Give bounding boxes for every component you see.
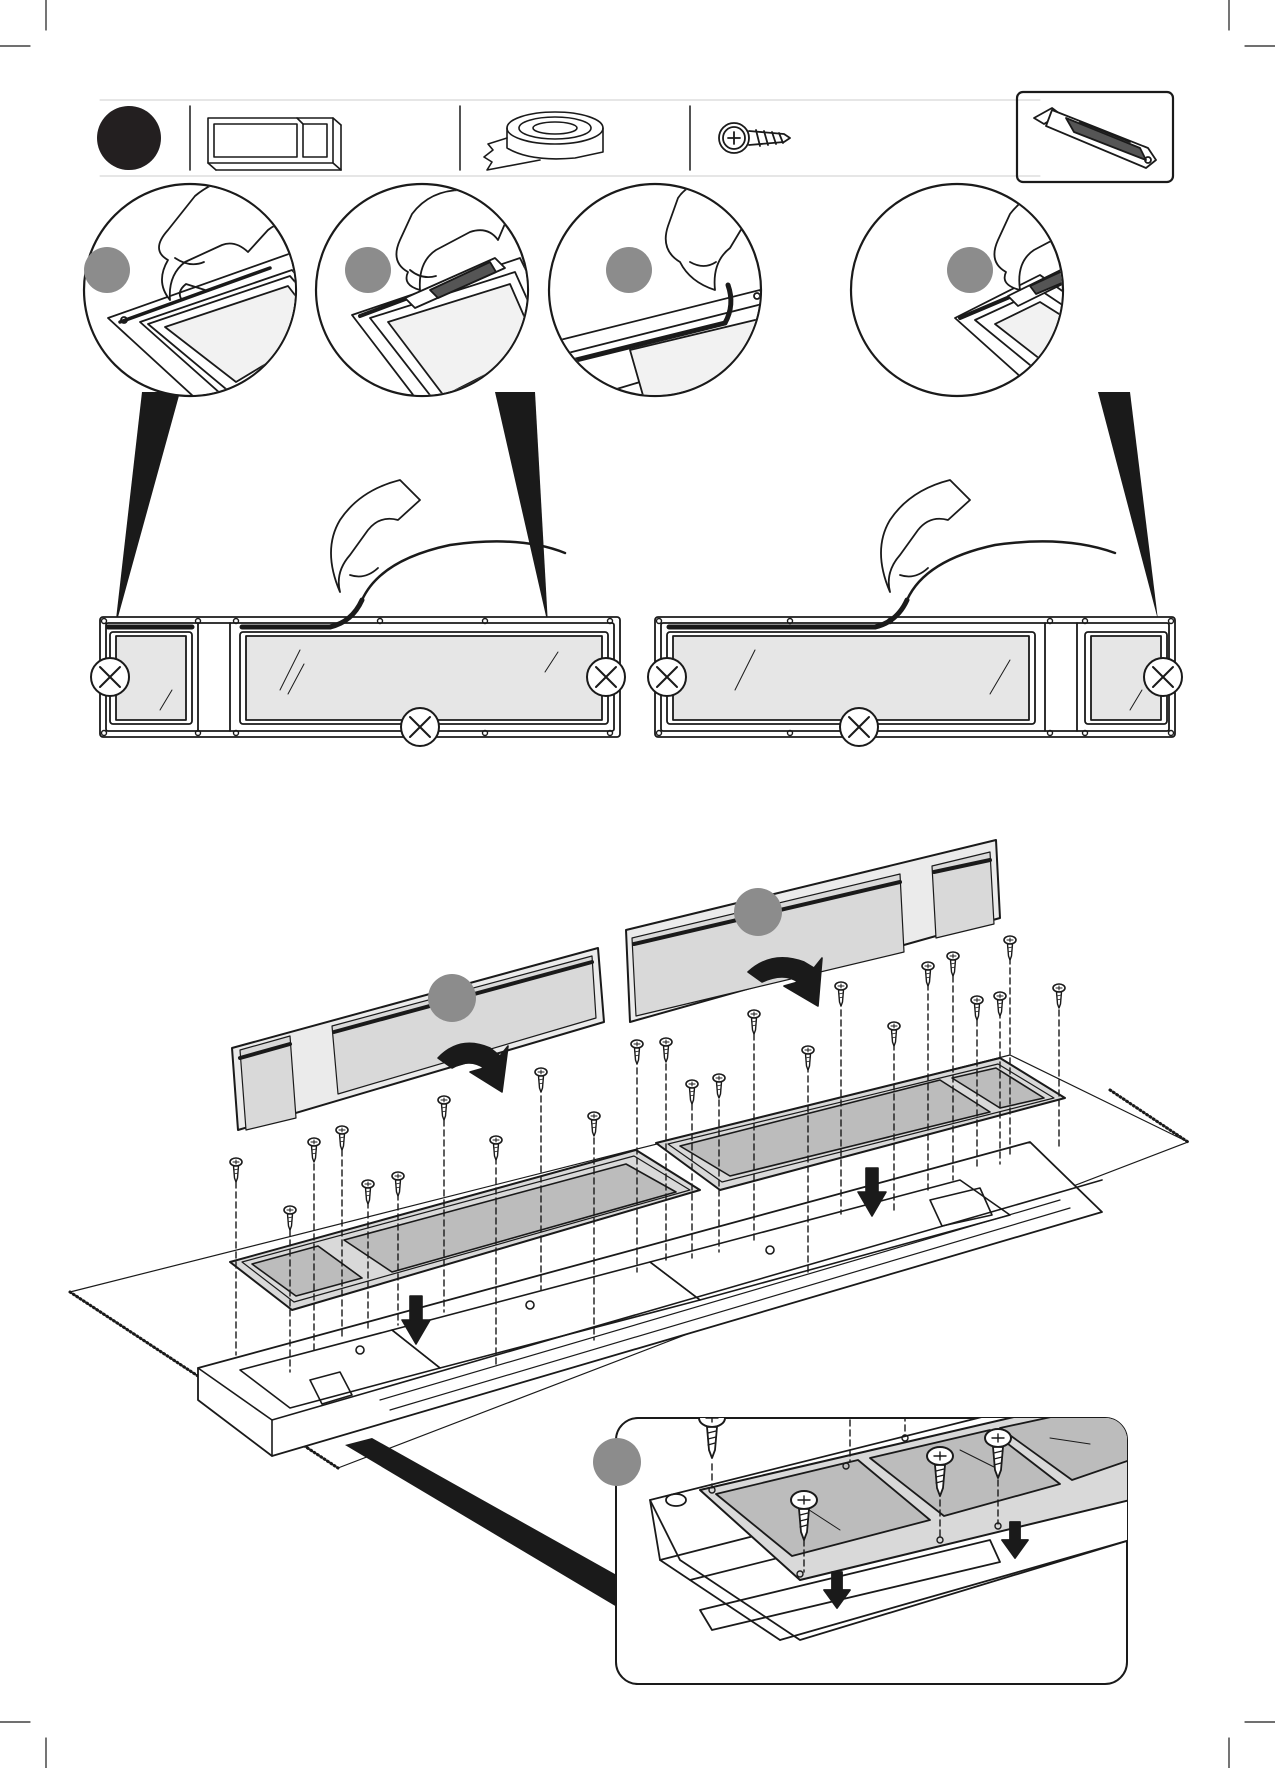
no-tape-mark: [840, 708, 878, 746]
pointer-wedge: [1098, 392, 1158, 620]
assembly-scene: [70, 840, 1188, 1468]
pointer-wedge: [115, 392, 180, 628]
window-panel-left: [91, 480, 625, 746]
parts-bar: [97, 92, 1173, 182]
substep-marker: [428, 974, 476, 1022]
substep-marker: [734, 888, 782, 936]
window-frame-part-icon: [208, 118, 341, 170]
no-tape-mark: [401, 708, 439, 746]
pointer-wedge: [495, 392, 548, 625]
no-tape-mark: [648, 658, 686, 696]
substep-marker: [593, 1438, 641, 1486]
utility-knife-icon: [1034, 108, 1156, 168]
zoom-detail: [345, 1353, 1130, 1684]
tool-box: [1017, 92, 1173, 182]
sealing-tape-roll-icon: [484, 112, 603, 170]
no-tape-mark: [91, 658, 129, 696]
no-tape-mark: [587, 658, 625, 696]
substep-marker: [947, 247, 993, 293]
upright-panel-left: [232, 948, 604, 1130]
window-panel-right: [648, 480, 1182, 746]
step-number-marker: [97, 106, 161, 170]
detail-callouts: [84, 179, 1180, 628]
substep-marker: [345, 247, 391, 293]
no-tape-mark: [1144, 658, 1182, 696]
phillips-screw-icon: [719, 123, 790, 153]
substep-marker: [84, 247, 130, 293]
detail-circle: [851, 184, 1180, 430]
substep-marker: [606, 247, 652, 293]
detail-circle: [549, 184, 790, 420]
